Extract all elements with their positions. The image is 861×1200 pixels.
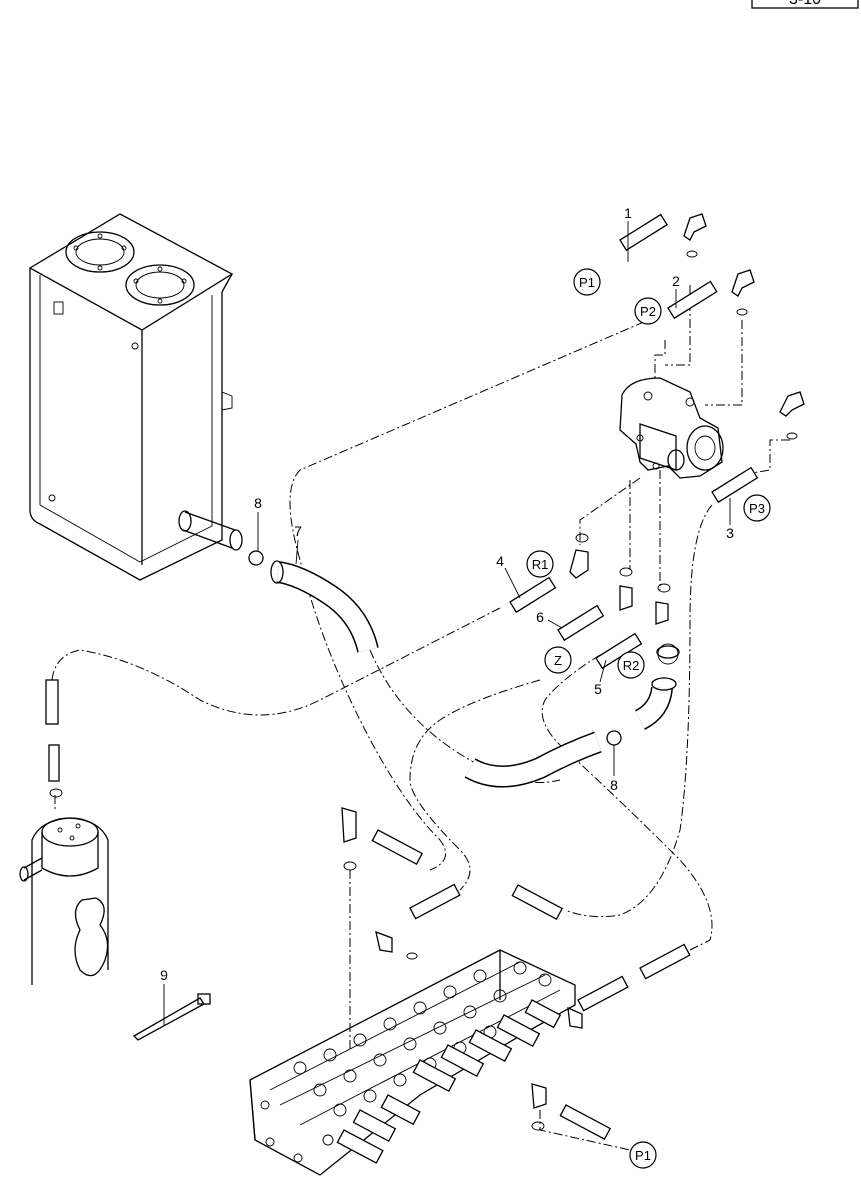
svg-text:P1: P1 [579,275,595,290]
callout-4: 4 [496,553,504,569]
port-labels: P1 P2 P3 R1 R2 Z P1 [526,268,771,1169]
svg-text:Z: Z [554,653,562,668]
callout-1: 1 [624,205,632,221]
elbow-pipe [634,643,679,730]
port-label-r1: R1 [526,550,554,578]
callout-7: 7 [294,523,302,539]
callout-8-bottom: 8 [610,777,618,793]
svg-text:P1: P1 [635,1148,651,1163]
hydraulic-tank [28,213,243,581]
suction-hose-lower [464,731,602,788]
hydraulic-pump [619,377,724,479]
svg-text:R2: R2 [623,658,640,673]
hydraulic-cylinder [19,817,109,985]
hose-fittings [45,213,759,1140]
cable-tie [132,993,211,1041]
valve-spool-ends [336,999,562,1164]
callout-6: 6 [536,609,544,625]
callout-5: 5 [594,681,602,697]
callout-2: 2 [672,273,680,289]
page-reference-text: 3-10 [789,0,821,8]
valve-spool-circles [260,961,552,1163]
page-reference-box: 3-10 [751,0,859,9]
svg-text:P3: P3 [749,501,765,516]
o-rings [49,250,798,1131]
port-label-p1-top: P1 [573,268,601,296]
callout-8-top: 8 [254,495,262,511]
hose-routing-lines [51,285,790,1151]
callout-3: 3 [726,525,734,541]
port-label-p2: P2 [634,297,662,325]
port-label-z: Z [544,646,572,674]
elbow-fittings [341,213,805,1109]
svg-text:R1: R1 [532,557,549,572]
port-label-p1-bottom: P1 [629,1141,657,1169]
svg-text:P2: P2 [640,304,656,319]
control-valve-bank [249,949,576,1176]
return-hose-7 [270,560,379,653]
port-label-r2: R2 [617,651,645,679]
port-label-p3: P3 [743,494,771,522]
leader-lines [163,221,731,1026]
callout-9: 9 [160,967,168,983]
callout-numbers: 1 2 3 4 5 6 7 8 8 9 [160,205,734,983]
